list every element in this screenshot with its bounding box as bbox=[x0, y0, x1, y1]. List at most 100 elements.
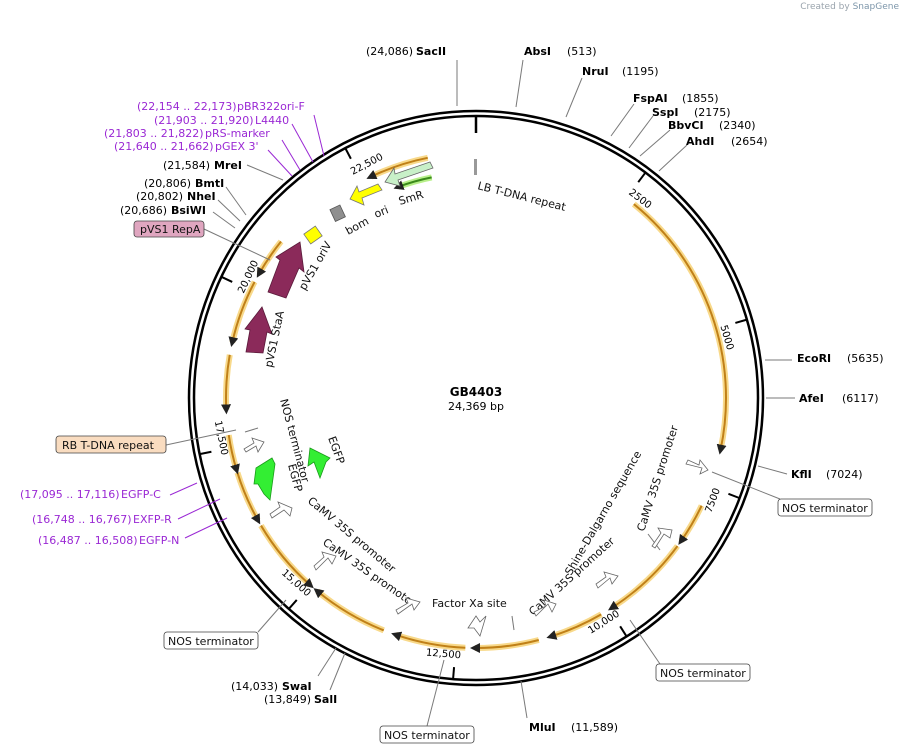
site-name-ecori[interactable]: EcoRI bbox=[797, 352, 831, 365]
site-name-mrei[interactable]: MreI bbox=[214, 159, 242, 172]
site-name-sacii[interactable]: SacII bbox=[416, 45, 446, 58]
primer-name-pbr322ori-f[interactable]: pBR322ori-F bbox=[237, 100, 305, 113]
feature-label-ori[interactable]: ori bbox=[372, 203, 390, 220]
site-name-fspai[interactable]: FspAI bbox=[633, 92, 668, 105]
site-name-mlui[interactable]: MluI bbox=[529, 721, 556, 734]
orf-arc-7[interactable] bbox=[260, 525, 314, 589]
feature-smr-arrow[interactable] bbox=[384, 161, 434, 187]
site-name-nrui[interactable]: NruI bbox=[582, 65, 609, 78]
orf-arc-11[interactable] bbox=[228, 281, 256, 348]
site-pos-ecori: (5635) bbox=[847, 352, 884, 365]
site-name-absi[interactable]: AbsI bbox=[524, 45, 551, 58]
feature-label-egfp-1[interactable]: EGFP bbox=[325, 435, 347, 467]
site-name-ahdi[interactable]: AhdI bbox=[686, 135, 714, 148]
feature-label-camv-4[interactable]: CaMV 35S promoter bbox=[634, 423, 681, 533]
orf-arc-1[interactable] bbox=[678, 505, 703, 545]
feature-camv-4-arrow[interactable] bbox=[651, 527, 673, 549]
site-pos-sali: (13,849) bbox=[264, 693, 311, 706]
orf-arc-12[interactable] bbox=[256, 240, 282, 278]
site-line-absi bbox=[515, 59, 524, 108]
orf-arc-2[interactable] bbox=[608, 545, 679, 611]
restriction-sites: (24,086) SacII AbsI (513) NruI (1195) Fs… bbox=[120, 45, 884, 734]
orf-arc-6[interactable] bbox=[313, 588, 385, 632]
feature-nos-inner-mark bbox=[244, 427, 259, 433]
box-line-nos-bottom bbox=[426, 659, 445, 727]
orf-arc-3[interactable] bbox=[546, 613, 602, 640]
box-rb-tdna[interactable] bbox=[55, 435, 167, 454]
site-name-afei[interactable]: AfeI bbox=[799, 392, 824, 405]
feature-label-factor-xa[interactable]: Factor Xa site bbox=[432, 597, 507, 610]
site-name-sspi[interactable]: SspI bbox=[652, 106, 678, 119]
feature-camv-3-arrow[interactable] bbox=[533, 599, 557, 617]
plasmid-length: 24,369 bp bbox=[448, 400, 504, 413]
site-name-nhei[interactable]: NheI bbox=[187, 190, 216, 203]
primer-range-prs-marker: (21,803 .. 21,822) bbox=[104, 127, 204, 140]
feature-label-smr[interactable]: SmR bbox=[397, 188, 425, 208]
feature-egfp-1-arrow[interactable] bbox=[307, 447, 331, 480]
feature-label-lb-tdna[interactable]: LB T-DNA repeat bbox=[476, 179, 568, 214]
box-nos-bottom[interactable] bbox=[379, 725, 475, 744]
orf-arc-5[interactable] bbox=[391, 631, 466, 649]
primer-range-egfp-c: (17,095 .. 17,116) bbox=[20, 488, 120, 501]
primer-name-egfp-c[interactable]: EGFP-C bbox=[121, 488, 161, 501]
site-name-sali[interactable]: SalI bbox=[314, 693, 337, 706]
site-name-swai[interactable]: SwaI bbox=[282, 680, 312, 693]
credit-brand: SnapGene bbox=[852, 2, 899, 12]
orf-arc-0[interactable] bbox=[633, 203, 727, 455]
primer-range-egfp-n: (16,487 .. 16,508) bbox=[38, 534, 138, 547]
orf-arc-10[interactable] bbox=[221, 354, 232, 415]
primer-name-exfp-r[interactable]: EXFP-R bbox=[133, 513, 172, 526]
feature-egfp-2-arrow[interactable] bbox=[253, 457, 276, 501]
orf-glow-0 bbox=[631, 201, 729, 451]
site-line-fspai bbox=[610, 103, 635, 137]
feature-label-bom[interactable]: bom bbox=[343, 215, 371, 238]
feature-camv-2-arrow[interactable] bbox=[313, 551, 337, 571]
feature-bom-mark[interactable] bbox=[329, 204, 346, 222]
feature-pvs1-staa-arrow[interactable] bbox=[244, 306, 273, 354]
site-line-sali bbox=[329, 652, 346, 691]
feature-shine-dalgarno-arrow[interactable] bbox=[595, 571, 619, 589]
primer-range-l4440: (21,903 .. 21,920) bbox=[154, 114, 254, 127]
box-line-nos-left bbox=[257, 599, 287, 633]
primer-name-egfp-n[interactable]: EGFP-N bbox=[139, 534, 179, 547]
site-name-bmti[interactable]: BmtI bbox=[195, 177, 224, 190]
feature-pvs1-oriv-mark[interactable] bbox=[303, 225, 323, 245]
feature-promoter-bottom-arrow[interactable] bbox=[395, 597, 421, 615]
orf-arc-13[interactable] bbox=[366, 156, 428, 180]
site-line-nhei bbox=[217, 199, 241, 222]
box-label-rb-tdna: RB T-DNA repeat bbox=[62, 439, 155, 452]
site-line-bbvci bbox=[639, 129, 671, 157]
site-pos-nrui: (1195) bbox=[622, 65, 659, 78]
box-nos-left[interactable] bbox=[163, 631, 259, 650]
site-pos-swai: (14,033) bbox=[231, 680, 278, 693]
feature-mark-lb-tdna bbox=[474, 159, 477, 175]
primer-name-prs-marker[interactable]: pRS-marker bbox=[205, 127, 270, 140]
box-pvs1-repa[interactable] bbox=[133, 220, 205, 238]
orf-arc-4[interactable] bbox=[470, 639, 540, 654]
box-nos-bottom-right[interactable] bbox=[655, 663, 751, 682]
primer-name-l4440[interactable]: L4440 bbox=[255, 114, 289, 127]
tick-12500 bbox=[452, 667, 456, 680]
feature-nos-inner-arrow[interactable] bbox=[243, 437, 265, 453]
feature-factor-xa-arrow[interactable] bbox=[467, 615, 487, 637]
box-label-nos-left: NOS terminator bbox=[168, 635, 254, 648]
box-line-nos-right bbox=[711, 471, 781, 500]
feature-label-shine-dalgarno[interactable]: Shine-Dalgarno sequence bbox=[562, 448, 644, 577]
feature-nos-right-arrow[interactable] bbox=[685, 459, 709, 475]
site-name-bbvci[interactable]: BbvCI bbox=[668, 119, 704, 132]
orf-arc-9[interactable] bbox=[227, 434, 240, 475]
green-orf-arc-0[interactable] bbox=[393, 176, 432, 190]
site-name-kfli[interactable]: KflI bbox=[791, 468, 812, 481]
tick-7500 bbox=[728, 492, 740, 500]
boxed-labels: pVS1 RepA RB T-DNA repeat NOS terminator… bbox=[55, 220, 873, 744]
feature-pvs1-repa-arrow[interactable] bbox=[267, 241, 305, 299]
site-pos-sacii: (24,086) bbox=[366, 45, 413, 58]
box-line-rb-tdna bbox=[165, 429, 237, 446]
site-name-bsiwi[interactable]: BsiWI bbox=[171, 204, 206, 217]
primer-name-pgex-3[interactable]: pGEX 3' bbox=[215, 140, 259, 153]
feature-camv-1-arrow[interactable] bbox=[269, 501, 293, 519]
box-nos-right[interactable] bbox=[777, 498, 873, 517]
feature-ori-arrow[interactable] bbox=[349, 183, 383, 206]
site-pos-mlui: (11,589) bbox=[571, 721, 618, 734]
orf-glow-2 bbox=[610, 544, 680, 611]
